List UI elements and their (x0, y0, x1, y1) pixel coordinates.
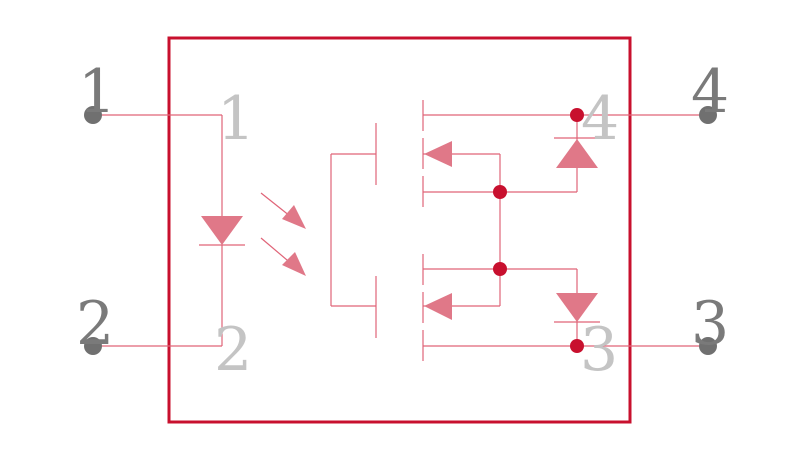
pin-4-inner-label: 4 (581, 84, 619, 154)
pin-1-wire (93, 114, 223, 346)
lower-mosfet-arrow (424, 293, 452, 320)
light-arrows (260, 192, 306, 276)
junction-dot (570, 339, 584, 353)
pin-1-inner-label: 1 (217, 84, 255, 154)
junction-dot (493, 262, 507, 276)
lower-mosfet-symbol (375, 254, 577, 361)
pin-1-outer-label: 1 (78, 57, 116, 127)
pin-4-outer-label: 4 (691, 57, 729, 127)
pin-end-dots (84, 106, 717, 355)
junction-dot (570, 108, 584, 122)
pin-2-inner-label: 2 (214, 315, 252, 385)
junction-dot (493, 185, 507, 199)
pin-3-inner-label: 3 (580, 315, 618, 385)
upper-body-diode (554, 115, 600, 192)
junction-dots (493, 108, 584, 353)
pin-4-dot (699, 106, 717, 124)
pin-3-outer-label: 3 (691, 289, 729, 359)
pin-2-dot (84, 337, 102, 355)
pin-1-dot (84, 106, 102, 124)
pin-2-outer-label: 2 (76, 289, 114, 359)
component-body-outline (167, 36, 632, 424)
led-diode-symbol (199, 216, 245, 246)
upper-mosfet-arrow (424, 141, 452, 167)
gate-connection (330, 153, 376, 307)
upper-mosfet-symbol (375, 100, 577, 306)
lower-body-diode (554, 269, 600, 346)
pin-3-dot (699, 337, 717, 355)
